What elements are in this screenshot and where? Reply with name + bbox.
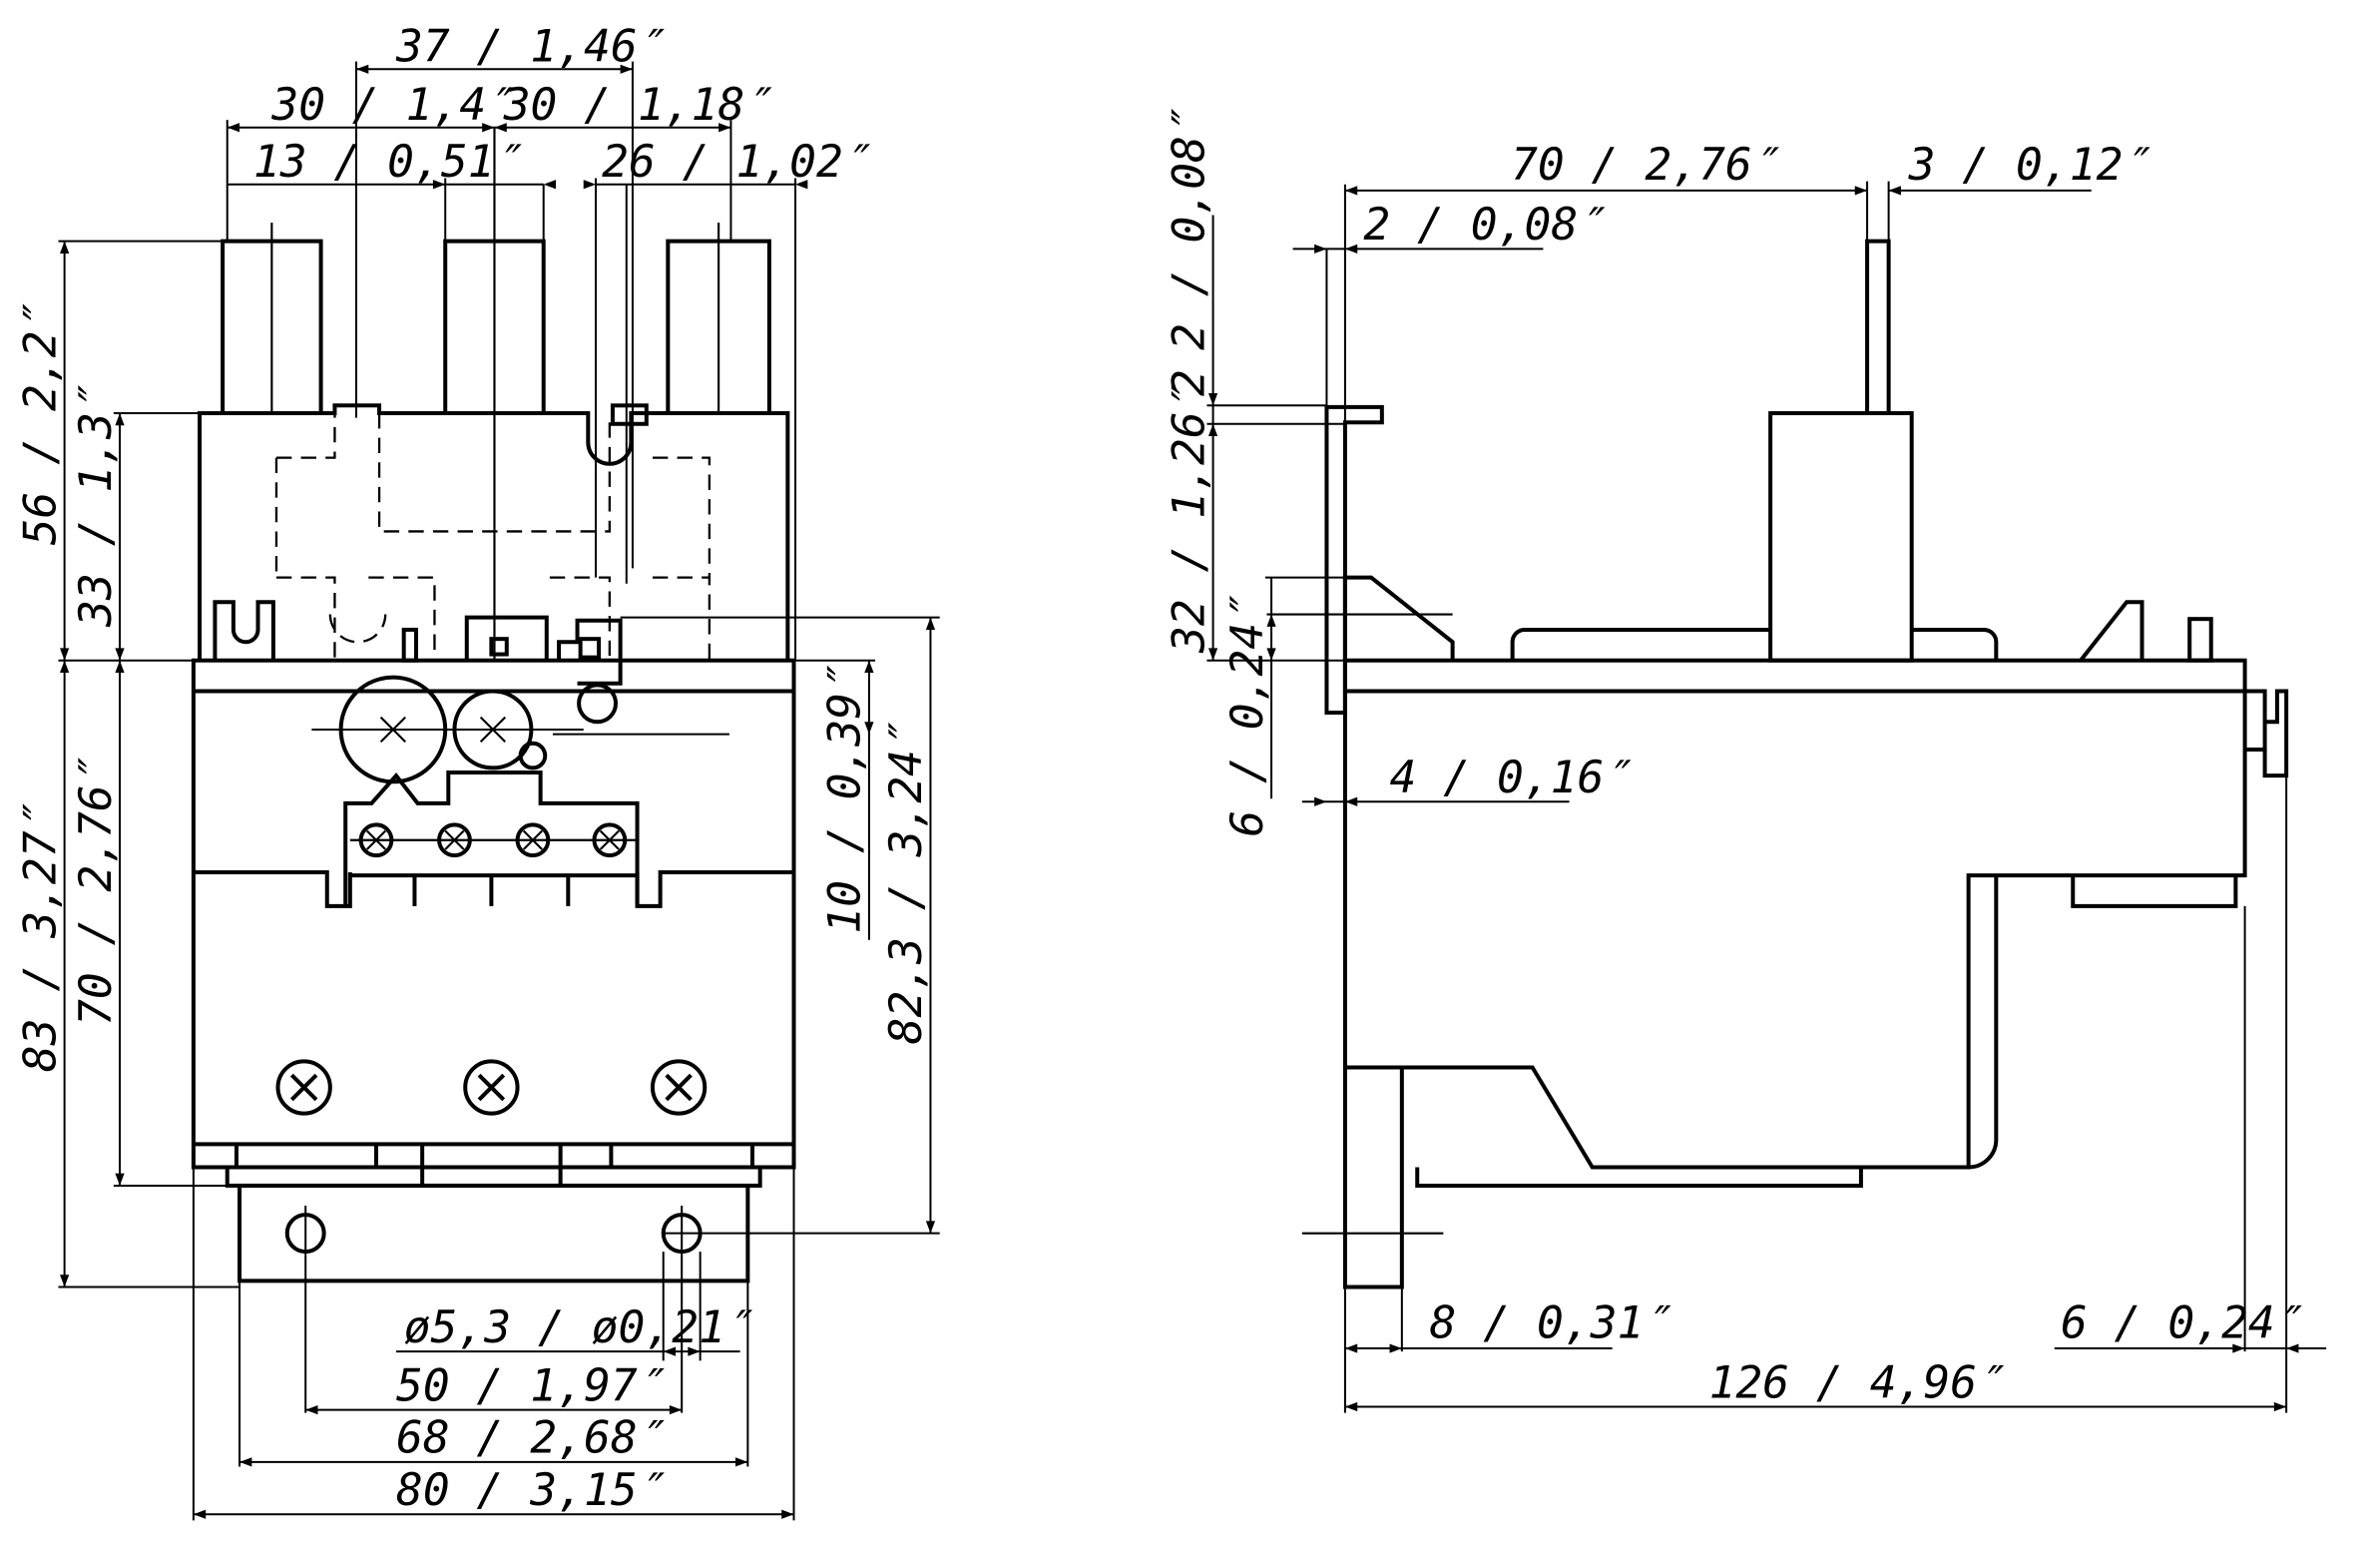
dim-side-6-vertical: 6 / 0,24″ xyxy=(1221,595,1273,837)
dim-side-3: 3 / 0,12″ xyxy=(1908,139,2151,191)
dim-side-8: 8 / 0,31″ xyxy=(1430,1296,1672,1348)
dimension-arrowhead xyxy=(115,412,125,426)
dimension-arrowhead xyxy=(60,660,70,674)
dim-13: 13 / 0,51″ xyxy=(253,136,523,188)
dimension-arrowhead xyxy=(1344,186,1358,196)
dimension-arrowhead xyxy=(2232,1343,2245,1353)
dim-70: 70 / 2,76″ xyxy=(70,757,122,1026)
dim-30-right: 30 / 1,18″ xyxy=(503,79,773,131)
dimension-arrowhead xyxy=(864,722,874,735)
dimension-arrowhead xyxy=(1207,423,1218,437)
dimension-arrowhead xyxy=(2273,1401,2287,1412)
dim-50: 50 / 1,97″ xyxy=(396,1359,666,1411)
dimension-arrowhead xyxy=(60,241,70,254)
dimension-arrowhead xyxy=(781,1509,794,1519)
dimension-arrowhead xyxy=(1207,392,1218,406)
dim-hole-diameter: ø5,3 / ø0,21″ xyxy=(404,1301,753,1353)
dimension-arrowhead xyxy=(60,1275,70,1287)
dimension-arrowhead xyxy=(864,660,874,674)
dim-side-6-horizontal: 6 / 0,24″ xyxy=(2061,1296,2303,1348)
dim-side-2: 2 xyxy=(1163,369,1214,396)
dim-30-left: 30 / 1,4″ xyxy=(270,79,514,131)
dimension-arrowhead xyxy=(239,1457,252,1467)
dim-33: 33 / 1,3″ xyxy=(70,384,122,628)
terminal-posts xyxy=(221,127,771,661)
dimension-arrowhead xyxy=(669,1404,683,1415)
upper-housing xyxy=(198,403,940,686)
dimension-arrowhead xyxy=(583,180,597,190)
dimension-arrowhead xyxy=(663,1346,677,1356)
side-dimension-lines xyxy=(1206,181,2327,1413)
dimension-arrowhead xyxy=(432,180,446,190)
dim-26: 26 / 1,02″ xyxy=(602,136,871,188)
dim-10: 10 / 0,39″ xyxy=(819,665,871,934)
dimension-arrowhead xyxy=(482,123,495,133)
dim-68: 68 / 2,68″ xyxy=(396,1412,666,1464)
dim-37: 37 / 1,46″ xyxy=(395,21,666,73)
dim-side-126: 126 / 4,96″ xyxy=(1709,1356,2006,1408)
dimension-arrowhead xyxy=(1266,648,1276,661)
dimension-arrowhead xyxy=(1314,796,1327,806)
dimension-arrowhead xyxy=(925,617,936,630)
dimension-arrowhead xyxy=(718,123,731,133)
main-body xyxy=(191,658,940,1413)
side-upper xyxy=(1266,239,2213,716)
side-view: 70 / 2,76″ 3 / 0,12″ 2 / 0,08″ 2 / 0,08″… xyxy=(1163,108,2327,1413)
dimension-arrowhead xyxy=(1854,186,1868,196)
dim-80: 80 / 3,15″ xyxy=(396,1464,666,1516)
dimension-arrowhead xyxy=(494,123,507,133)
dim-82-3: 82,3 / 3,24″ xyxy=(880,722,932,1044)
dimension-arrowhead xyxy=(688,1346,701,1356)
dimension-arrowhead xyxy=(1207,648,1218,661)
dimension-arrowhead xyxy=(1266,614,1276,627)
dimension-arrowhead xyxy=(60,648,70,661)
dimension-arrowhead xyxy=(620,64,633,74)
dimension-arrowhead xyxy=(1344,796,1358,806)
dimension-arrowhead xyxy=(1389,1343,1402,1353)
dim-side-2-horizontal: 2 / 0,08″ xyxy=(1363,199,1606,251)
dim-side-4: 4 / 0,16″ xyxy=(1390,752,1633,803)
front-dimension-lines xyxy=(58,61,932,1521)
arrowheads xyxy=(60,64,2299,1519)
dim-side-2-vertical: 2 / 0,08″ xyxy=(1163,108,1214,350)
dim-side-32: 32 / 1,26″ xyxy=(1163,383,1214,654)
dimension-arrowhead xyxy=(1344,244,1358,254)
dimension-arrowhead xyxy=(1314,244,1327,254)
dimension-arrowhead xyxy=(115,1173,125,1186)
dimension-arrowhead xyxy=(735,1457,748,1467)
dimension-arrowhead xyxy=(543,180,557,190)
dimension-arrowhead xyxy=(227,123,240,133)
dim-83: 83 / 3,27″ xyxy=(14,802,66,1072)
dimension-arrowhead xyxy=(115,648,125,661)
dimension-arrowhead xyxy=(355,64,369,74)
dimension-arrowhead xyxy=(193,1509,207,1519)
dimension-arrowhead xyxy=(2286,1343,2299,1353)
dim-side-70: 70 / 2,76″ xyxy=(1511,139,1780,191)
dimension-arrowhead xyxy=(115,660,125,674)
dimension-arrowhead xyxy=(1888,186,1901,196)
dimension-arrowhead xyxy=(795,180,808,190)
dim-56: 56 / 2,2″ xyxy=(14,302,66,545)
dimension-arrowhead xyxy=(1344,1401,1358,1412)
dimension-arrowhead xyxy=(925,1221,936,1234)
front-view: 37 / 1,46″ 30 / 1,4″ 30 / 1,18″ 13 / 0,5… xyxy=(14,21,940,1521)
side-body xyxy=(1301,658,2289,1289)
dimension-arrowhead xyxy=(305,1404,318,1415)
dimension-arrowhead xyxy=(1344,1343,1358,1353)
